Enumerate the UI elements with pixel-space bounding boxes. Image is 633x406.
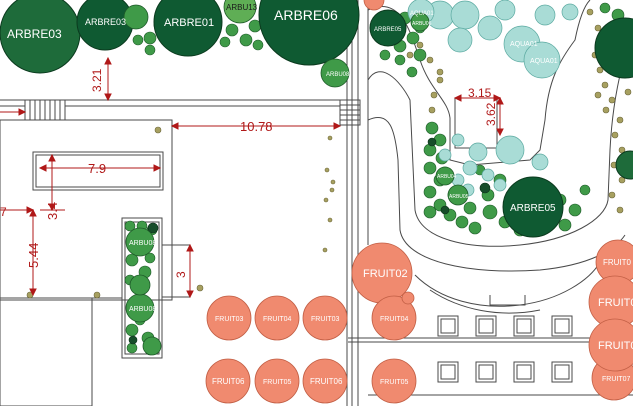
label-a1: AQUA01 (510, 41, 538, 48)
dim-d8: 3 (174, 271, 188, 278)
label-f3: FRUIT04 (263, 316, 292, 323)
label-f9: FRUIT05 (380, 379, 409, 386)
shrub-s6 (447, 184, 469, 206)
tree-edge-2 (615, 150, 633, 180)
aqua-labels: AQUA01 AQUA01 AQUA01 (410, 11, 558, 65)
tree-edge-1 (594, 17, 633, 79)
dim-d1: 10.78 (240, 119, 273, 134)
fruit-f5 (371, 295, 417, 341)
dim-d9: 7 (0, 205, 7, 219)
label-s5: ARBU06 (412, 21, 432, 27)
label-f11: FRUIT0 (603, 258, 632, 267)
fruit-f9 (371, 358, 417, 404)
aqua-plants (425, 0, 579, 197)
label-t2: ARBRE03 (85, 17, 126, 27)
fruit-trees (205, 0, 633, 404)
fruit-f13 (588, 318, 633, 372)
label-t3: ARBRE01 (164, 17, 214, 29)
dimension-labels: 10.78 7.9 3.4 5.44 3.21 3.15 3.62 3 7 (0, 68, 498, 278)
fruit-f4 (302, 295, 348, 341)
label-f10: FRUIT07 (602, 376, 631, 383)
small-dark-shrubs (128, 137, 491, 345)
tree-t4 (258, 0, 360, 66)
label-s2: ARBU08 (326, 72, 350, 78)
label-f7: FRUIT05 (263, 379, 292, 386)
fruit-f3 (254, 295, 300, 341)
label-a3: AQUA01 (410, 11, 434, 17)
pool-outer (32, 151, 164, 191)
fruit-f8 (302, 358, 348, 404)
label-s3: ARBU08 (129, 240, 156, 247)
step-block (161, 244, 191, 298)
dim-d4: 5.44 (26, 243, 41, 268)
pool-inner (35, 154, 161, 188)
pavers (437, 315, 573, 383)
shrub-s3 (125, 227, 155, 257)
label-a2: AQUA01 (530, 58, 558, 65)
label-f12: FRUIT0 (598, 297, 633, 309)
label-f6: FRUIT06 (212, 377, 245, 386)
fruit-f7 (254, 358, 300, 404)
dim-d7: 3.62 (484, 102, 498, 126)
fruit-labels: FRUIT02 FRUIT03 FRUIT04 FRUIT03 FRUIT04 … (212, 258, 633, 386)
label-t4: ARBRE06 (274, 7, 338, 23)
tree-labels: ARBRE03 ARBRE03 ARBRE01 ARBRE06 ARBRE05 … (7, 7, 556, 214)
dim-d5: 3.21 (90, 68, 104, 92)
label-f1: FRUIT02 (363, 268, 408, 280)
label-f8: FRUIT06 (310, 377, 343, 386)
label-t5: ARBRE05 (374, 27, 402, 33)
label-f13: FRUIT0 (598, 340, 633, 352)
label-f5: FRUIT04 (380, 316, 409, 323)
shrub-s2 (320, 58, 350, 88)
label-s4: ARBU08 (129, 306, 156, 313)
shrub-extra-1 (123, 4, 149, 30)
label-f4: FRUIT03 (311, 316, 340, 323)
dim-d3: 3.4 (45, 202, 60, 220)
tree-t6 (502, 176, 564, 238)
dimension-lines (0, 56, 504, 299)
label-s7: ARBU04 (437, 174, 457, 180)
shrub-s1 (223, 0, 257, 24)
shrub-labels: ARBU13 ARBU08 ARBU08 ARBU08 ARBU06 ARBU0… (129, 3, 469, 313)
dim-d6: 3.15 (468, 86, 492, 100)
house-outline (0, 119, 173, 301)
fruit-f6 (205, 358, 251, 404)
shrub-extra-2 (129, 274, 151, 296)
shrub-s7 (435, 166, 455, 186)
dim-d2: 7.9 (88, 161, 106, 176)
aqua-plant-a2 (523, 41, 561, 79)
stairs-right (339, 99, 361, 126)
label-s1: ARBU13 (226, 3, 258, 12)
label-f2: FRUIT03 (215, 316, 244, 323)
label-t1: ARBRE03 (7, 27, 62, 41)
label-s6: ARBU05 (449, 194, 469, 200)
shrub-extra-3 (142, 336, 162, 356)
tree-t5 (369, 9, 407, 47)
shrub-s5 (410, 12, 430, 32)
ground-cover-dots (26, 8, 632, 299)
fruit-f2 (206, 295, 252, 341)
label-t6: ARBRE05 (510, 203, 556, 214)
tree-t3 (153, 0, 223, 57)
